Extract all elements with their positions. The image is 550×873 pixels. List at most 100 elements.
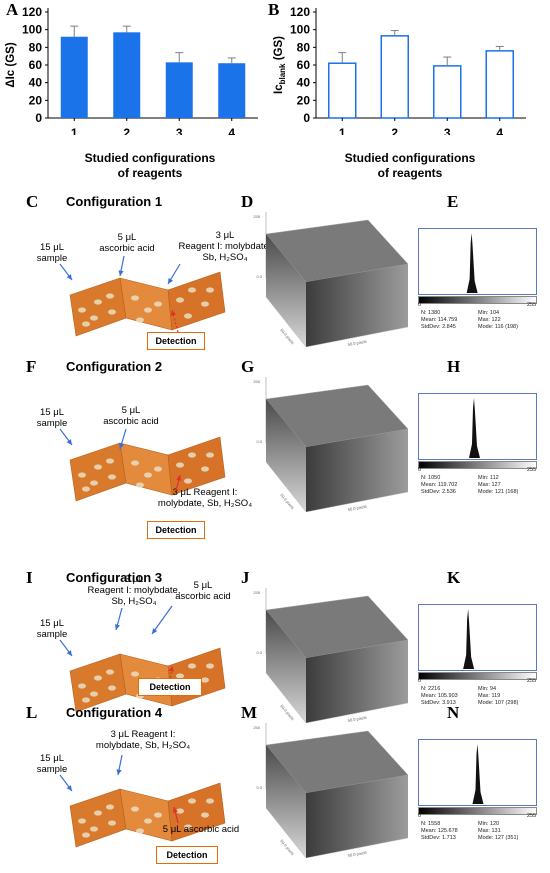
arrow-reagent-4 bbox=[116, 754, 123, 776]
text-line: 15 μL bbox=[40, 407, 64, 418]
arrow-ascorbic-1 bbox=[118, 255, 125, 277]
strip-spot-1-11 bbox=[188, 452, 196, 458]
strip-spot-0-5 bbox=[108, 309, 116, 315]
arrow-ascorbic-2-head bbox=[119, 443, 125, 449]
xtick-label-1-1: 2 bbox=[391, 126, 398, 135]
strip-spot-2-13 bbox=[201, 677, 209, 683]
text-line: molybdate, Sb, H₂SO₄ bbox=[95, 740, 191, 751]
hist-stat-mean: Mean: 105.903 bbox=[421, 693, 458, 699]
strip-spot-0-14 bbox=[206, 287, 214, 293]
plot-axis-label-zero: 0.0 bbox=[256, 274, 262, 279]
strip-spot-1-5 bbox=[108, 474, 116, 480]
panel-label-g: G bbox=[241, 357, 255, 376]
arrow-ascorbic-3-head bbox=[152, 628, 158, 634]
arrow-ascorbic-2 bbox=[119, 428, 127, 450]
xtick-label-1-0: 1 bbox=[339, 126, 346, 135]
strip-spot-0-11 bbox=[188, 287, 196, 293]
strip-spot-1-12 bbox=[184, 478, 192, 484]
hist-axis-max-2: 255 bbox=[527, 467, 537, 473]
plot-axis-label-top: 255 bbox=[253, 379, 260, 384]
hist-stat-stddev: StdDev: 1.713 bbox=[421, 835, 456, 841]
strip-spot-3-14 bbox=[206, 798, 214, 804]
strip-spot-1-10 bbox=[176, 462, 184, 468]
histogram-peak-2 bbox=[468, 398, 480, 458]
grayscale-bar-2 bbox=[418, 461, 537, 469]
strip-spot-3-10 bbox=[176, 808, 184, 814]
strip-segment-3-0 bbox=[69, 788, 127, 848]
hist-axis-min-1: 0 bbox=[418, 302, 422, 308]
panel-label-e: E bbox=[447, 192, 459, 211]
plot-edge-1 bbox=[265, 672, 307, 724]
plot-edge-2 bbox=[305, 837, 409, 859]
strip-segment-3-2 bbox=[167, 782, 226, 842]
plot-axis-label-zero: 0.0 bbox=[256, 439, 262, 444]
strip-spot-2-1 bbox=[90, 691, 98, 697]
arrow-ascorbic-3 bbox=[151, 605, 173, 635]
text-line: sample bbox=[36, 764, 68, 775]
strip-spot-0-7 bbox=[144, 307, 152, 313]
strip-segment-1-2 bbox=[167, 436, 226, 496]
strip-spot-0-0 bbox=[78, 307, 86, 313]
arrow-reagent-1-head bbox=[168, 278, 174, 284]
plot-left-face bbox=[266, 399, 306, 512]
ytitle-0: ΔIc (GS) bbox=[5, 42, 17, 87]
arrow-sample-4-head bbox=[66, 785, 72, 791]
bar-1-2 bbox=[433, 65, 462, 119]
ytitle-1: Icblank (GS) bbox=[273, 36, 287, 94]
ytick-label-1-0: 0 bbox=[303, 111, 310, 125]
strip-spot-3-12 bbox=[184, 824, 192, 830]
strip-spot-3-3 bbox=[82, 832, 90, 838]
hist-stat-min: Min: 120 bbox=[478, 821, 500, 827]
plot-right-face bbox=[306, 264, 408, 347]
panel-label-j: J bbox=[241, 568, 250, 587]
arrow-detection-1-head bbox=[170, 310, 176, 316]
arrow-sample-1-head bbox=[66, 274, 72, 280]
hist-stat-min: Min: 104 bbox=[478, 310, 500, 316]
histogram-4 bbox=[418, 739, 537, 806]
strip-spot-0-1 bbox=[90, 315, 98, 321]
arrow-ascorbic-4-head bbox=[172, 807, 178, 813]
strip-spot-0-9 bbox=[154, 301, 162, 307]
arrow-reagent-4-head bbox=[116, 769, 122, 775]
text-line: sample bbox=[36, 253, 68, 264]
plot-edge-1 bbox=[265, 807, 307, 859]
strip-spot-3-2 bbox=[94, 810, 102, 816]
plot-right-face bbox=[306, 775, 408, 858]
grayscale-bar-3 bbox=[418, 672, 537, 680]
arrow-sample-3 bbox=[59, 639, 73, 657]
text-line: 15 μL bbox=[40, 618, 64, 629]
plot-left-face bbox=[266, 610, 306, 723]
strip-spot-3-5 bbox=[108, 820, 116, 826]
hist-axis-min-3: 0 bbox=[418, 678, 422, 684]
panel-label-m: M bbox=[241, 703, 258, 722]
panel-label-f: F bbox=[26, 357, 37, 376]
hist-stat-n: N: 1558 bbox=[421, 821, 441, 827]
plot-axis-label-right: 50.0 pixels bbox=[347, 850, 367, 858]
plot-right-face bbox=[306, 640, 408, 723]
strip-spot-3-1 bbox=[90, 826, 98, 832]
hist-axis-min-2: 0 bbox=[418, 467, 422, 473]
hist-stat-n: N: 1050 bbox=[421, 475, 441, 481]
text-line: Sb, H₂SO₄ bbox=[111, 596, 157, 607]
text-line: sample bbox=[36, 418, 68, 429]
strip-spot-1-9 bbox=[154, 466, 162, 472]
hist-stat-mode: Mode: 121 (168) bbox=[478, 489, 519, 495]
detection-box-3: Detection bbox=[138, 678, 202, 696]
hist-stat-min: Min: 112 bbox=[478, 475, 499, 481]
strip-segment-0-0 bbox=[69, 277, 127, 337]
panel-label-c: C bbox=[26, 192, 39, 211]
hist-stat-mean: Mean: 125.678 bbox=[421, 828, 458, 834]
arrow-sample-3-head bbox=[66, 650, 72, 656]
strip-spot-3-7 bbox=[144, 818, 152, 824]
plot-axis-label-top: 255 bbox=[253, 214, 260, 219]
hist-axis-max-1: 255 bbox=[527, 302, 537, 308]
arrow-detection-3 bbox=[168, 665, 174, 683]
